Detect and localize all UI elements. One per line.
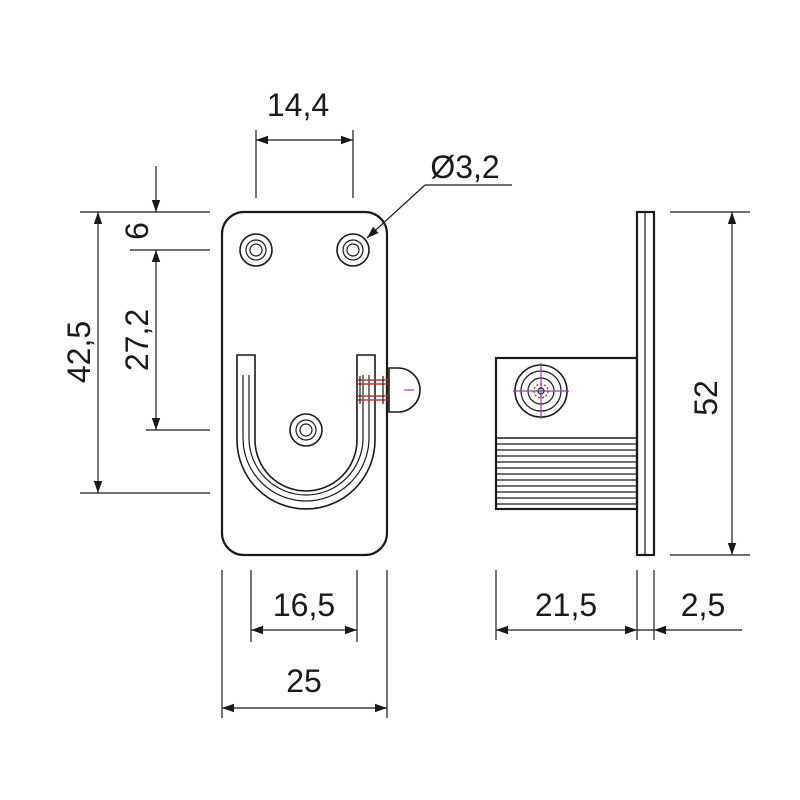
dimensions: 14,4 Ø3,2 6 27,2 42,5	[61, 87, 750, 718]
dim-total-height: 52	[670, 211, 750, 556]
side-body	[494, 356, 639, 511]
dim-plate-width: 25	[221, 570, 388, 718]
dim-label-27-2: 27,2	[119, 309, 155, 371]
center-hole	[289, 413, 323, 447]
dim-plate-height: 42,5	[61, 211, 210, 494]
dim-top-hole-spacing: 14,4	[255, 87, 354, 198]
dim-label-diameter: Ø3,2	[430, 149, 499, 185]
dim-hole-diameter: Ø3,2	[366, 149, 512, 239]
dim-label-42-5: 42,5	[61, 321, 97, 383]
ribbed-section	[496, 437, 637, 505]
screw-head	[513, 363, 569, 419]
mounting-hole-right	[336, 233, 370, 267]
u-slot	[236, 354, 376, 510]
mounting-hole-left	[239, 233, 273, 267]
dim-plate-thickness: 2,5	[637, 570, 742, 640]
dim-slot-width: 16,5	[250, 570, 358, 642]
dim-label-16-5: 16,5	[273, 587, 335, 623]
dim-label-14-4: 14,4	[267, 87, 329, 123]
dim-label-6: 6	[119, 222, 155, 240]
side-pin	[357, 367, 421, 413]
dim-label-25: 25	[286, 663, 322, 699]
dim-label-52: 52	[688, 380, 724, 416]
dim-label-2-5: 2,5	[681, 587, 725, 623]
dim-hole-to-slot: 27,2	[119, 250, 210, 431]
dim-top-offset: 6	[119, 166, 210, 251]
side-view	[494, 210, 656, 557]
front-view	[220, 210, 421, 557]
dim-body-depth: 21,5	[495, 570, 638, 640]
dim-label-21-5: 21,5	[535, 587, 597, 623]
